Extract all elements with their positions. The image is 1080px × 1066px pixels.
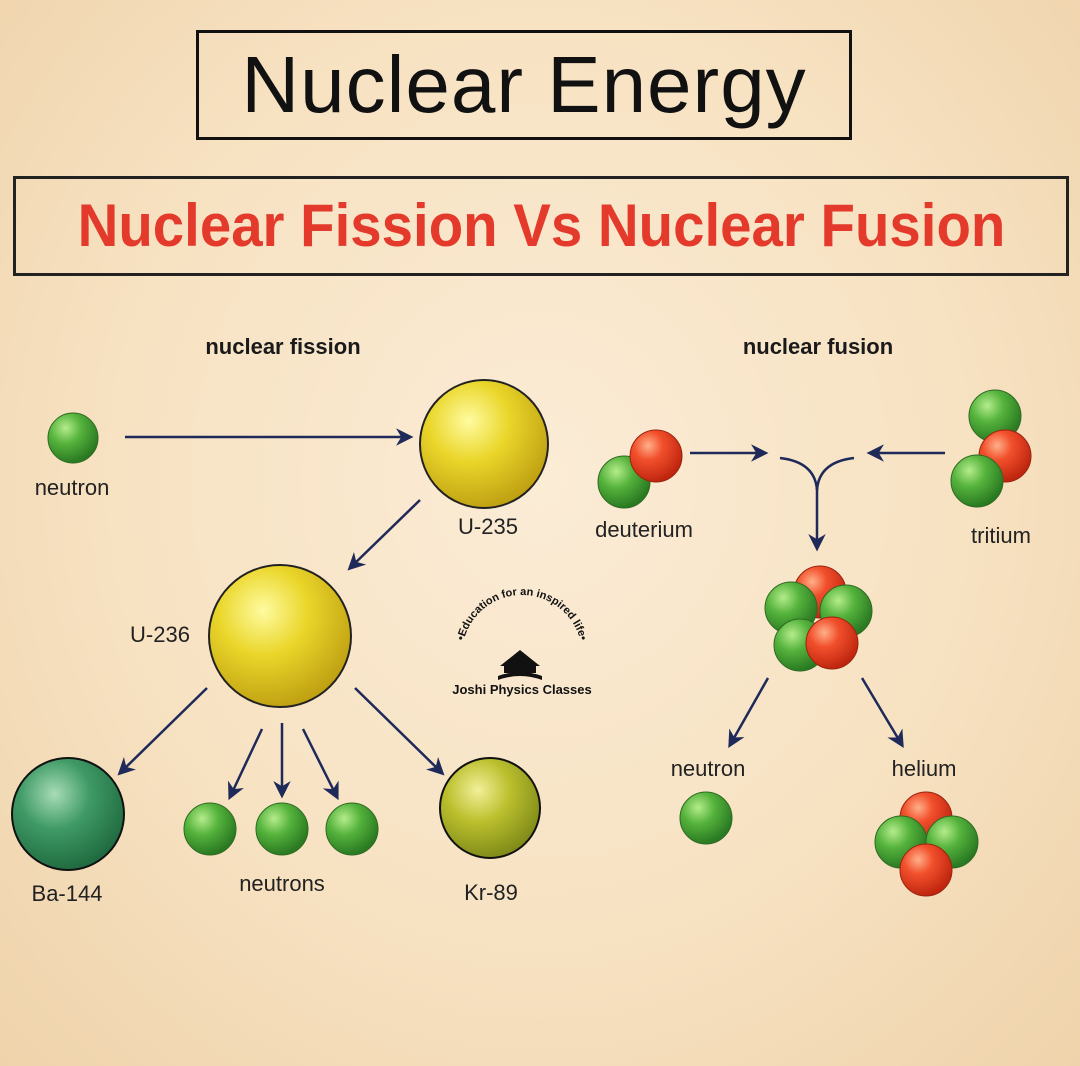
released-neutron-2 (255, 802, 309, 856)
fusion-heading: nuclear fusion (743, 334, 893, 359)
incoming-neutron (47, 412, 99, 464)
arrow-to-neutron-3 (301, 728, 339, 801)
logo-tagline: •Education for an inspired life• (455, 586, 589, 642)
kr89-label: Kr-89 (464, 880, 518, 905)
compound-nucleus (764, 565, 873, 672)
released-neutron-3 (325, 802, 379, 856)
helium-label: helium (892, 756, 957, 781)
ba144-label: Ba-144 (32, 881, 103, 906)
u235-label: U-235 (458, 514, 518, 539)
ba144-nucleus (11, 757, 125, 871)
u235-nucleus (419, 379, 549, 509)
deuterium-label: deuterium (595, 517, 693, 542)
fission-heading: nuclear fission (205, 334, 360, 359)
arrow-to-kr89 (354, 687, 445, 776)
arrow-to-ba144 (117, 687, 208, 776)
fusion-neutron-label: neutron (671, 756, 746, 781)
subtitle-box: Nuclear Fission Vs Nuclear Fusion (13, 176, 1069, 276)
tritium-nucleus (950, 389, 1032, 508)
arrow-u235-to-u236 (347, 499, 421, 571)
logo-seal: •Education for an inspired life• Joshi P… (452, 586, 591, 697)
title-box: Nuclear Energy (196, 30, 852, 140)
neutron-label: neutron (35, 475, 110, 500)
helium-nucleus (874, 791, 979, 897)
kr89-nucleus (439, 757, 541, 859)
logo-emblem (500, 650, 540, 666)
merge-curve-left (779, 456, 819, 491)
tritium-label: tritium (971, 523, 1031, 548)
fusion-neutron (679, 791, 733, 845)
arrow-to-fusion-neutron (728, 677, 770, 749)
deuterium-nucleus (597, 429, 683, 509)
released-neutron-1 (183, 802, 237, 856)
fission-section: neutron U-235 U-236 Ba-144 neutrons Kr-8… (11, 379, 549, 906)
page-subtitle: Nuclear Fission Vs Nuclear Fusion (77, 192, 1005, 259)
arrow-to-neutron-1 (228, 728, 264, 801)
fusion-section: deuterium tritium neutron heliu (595, 389, 1032, 897)
page-title: Nuclear Energy (241, 40, 807, 129)
logo-name: Joshi Physics Classes (452, 682, 591, 697)
neutrons-label: neutrons (239, 871, 325, 896)
u236-label: U-236 (130, 622, 190, 647)
merge-curve-right (815, 456, 855, 491)
u236-nucleus (208, 564, 352, 708)
arrow-to-helium (860, 677, 904, 749)
